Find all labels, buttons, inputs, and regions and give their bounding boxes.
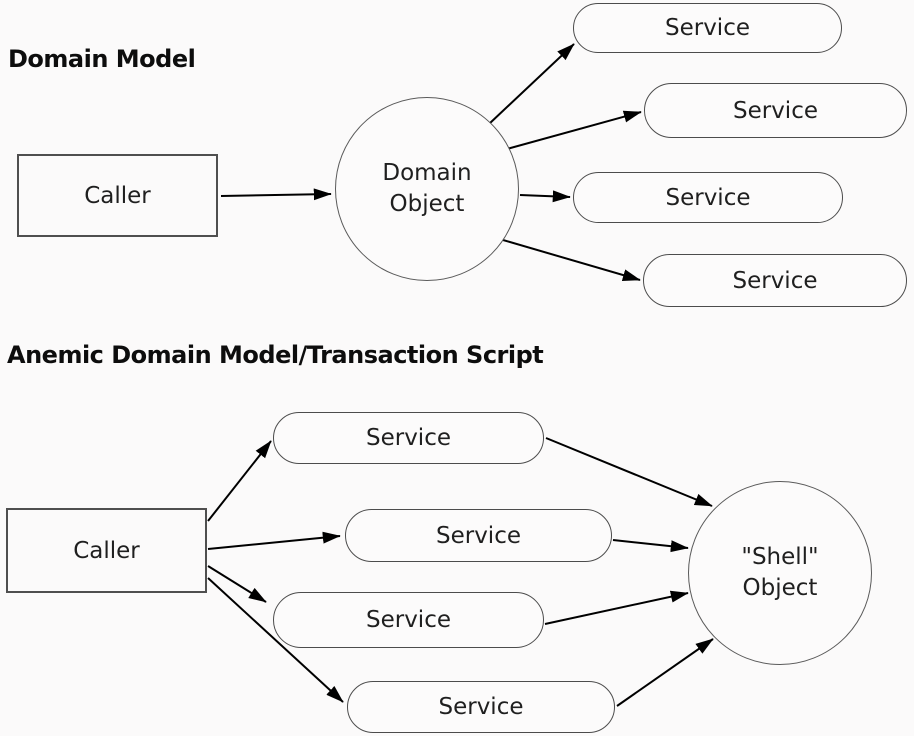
- service-label: Service: [665, 184, 751, 211]
- anemic-service-node-1: Service: [273, 412, 544, 464]
- domain-object-label-line2: Object: [389, 191, 465, 217]
- anemic-service-node-2: Service: [345, 509, 612, 562]
- arrow-domain-to-service-2: [506, 110, 642, 150]
- service-node-3: Service: [573, 172, 843, 223]
- service-label: Service: [365, 425, 451, 451]
- anemic-service-node-3: Service: [273, 592, 544, 648]
- caller-label: Caller: [84, 182, 151, 209]
- service-label: Service: [732, 97, 818, 124]
- domain-object-node: Domain Object: [335, 97, 519, 281]
- domain-object-label-line1: Domain: [382, 160, 472, 186]
- anemic-service-node-4: Service: [347, 681, 615, 733]
- arrow-domain-to-service-1: [488, 43, 575, 125]
- caller-box-anemic: Caller: [6, 508, 207, 593]
- arrow-caller-to-anemic-service-3: [207, 565, 267, 603]
- heading-anemic-domain-model: Anemic Domain Model/Transaction Script: [7, 341, 544, 369]
- service-label: Service: [438, 694, 524, 720]
- shell-object-node: "Shell" Object: [688, 481, 872, 665]
- arrow-domain-to-service-4: [502, 239, 641, 281]
- arrow-caller-to-anemic-service-1: [207, 440, 272, 522]
- arrow-anemic-service-3-to-shell: [544, 590, 689, 625]
- arrow-anemic-service-1-to-shell: [545, 437, 713, 507]
- shell-object-label-line2: Object: [742, 575, 818, 601]
- service-label: Service: [365, 607, 451, 633]
- service-label: Service: [732, 267, 818, 294]
- arrow-caller-to-anemic-service-2: [207, 531, 341, 550]
- arrow-domain-to-service-3: [519, 190, 571, 203]
- service-label: Service: [664, 15, 750, 41]
- shell-object-label-line1: "Shell": [741, 544, 819, 570]
- arrow-anemic-service-2-to-shell: [612, 539, 689, 553]
- arrow-caller-to-domain-object: [220, 188, 332, 201]
- heading-domain-model: Domain Model: [8, 45, 196, 73]
- arrow-anemic-service-4-to-shell: [616, 638, 714, 707]
- service-label: Service: [435, 522, 521, 549]
- arrow-caller-to-anemic-service-4: [207, 577, 344, 703]
- caller-label: Caller: [73, 537, 140, 564]
- service-node-2: Service: [644, 83, 907, 138]
- service-node-4: Service: [643, 254, 907, 307]
- caller-box-domain-model: Caller: [17, 154, 218, 237]
- service-node-1: Service: [573, 3, 842, 53]
